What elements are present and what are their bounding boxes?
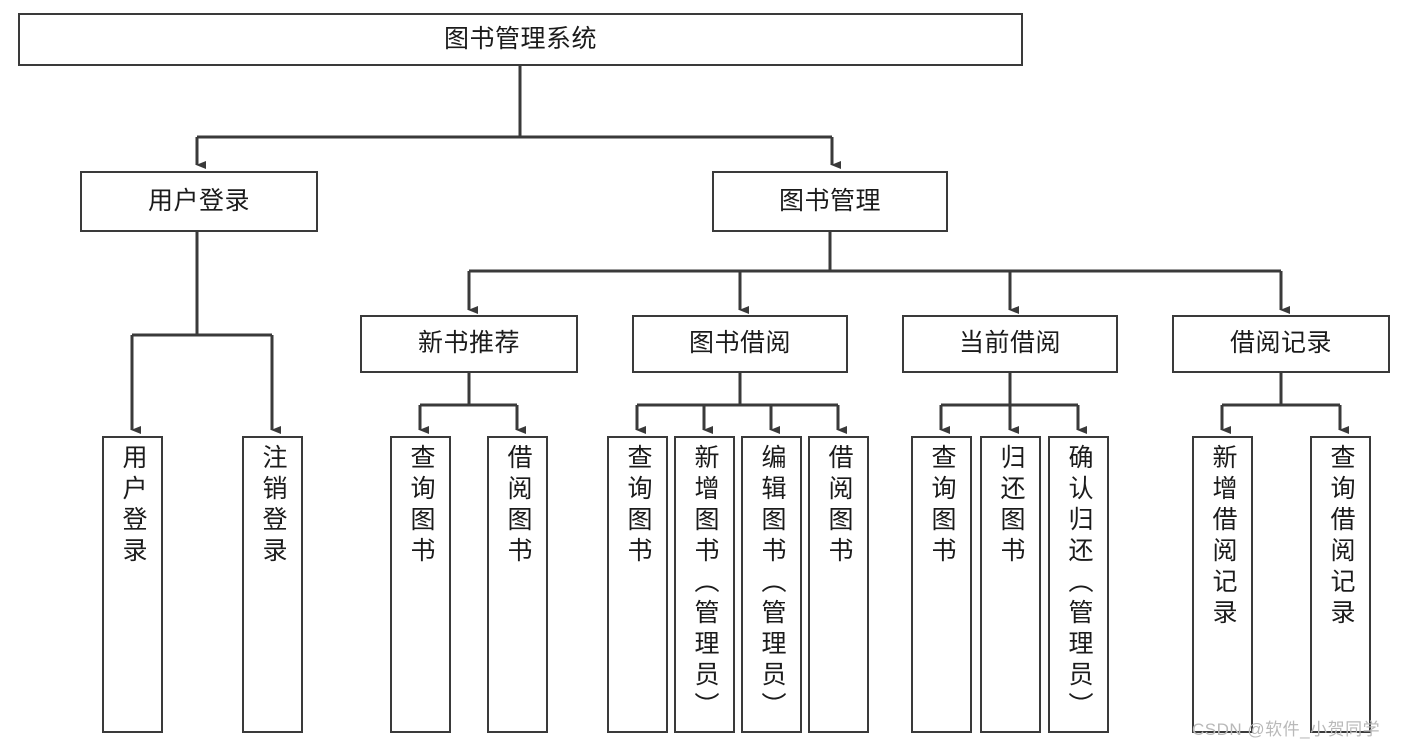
node-label: 归还图书 — [997, 444, 1025, 568]
node-book-borrow[interactable]: 图书借阅 — [632, 315, 848, 373]
leaf-borrow-record-query[interactable]: 查询借阅记录 — [1310, 436, 1371, 733]
node-label: 用户登录 — [147, 186, 250, 215]
leaf-borrow-record-add[interactable]: 新增借阅记录 — [1192, 436, 1253, 733]
node-label: 当前借阅 — [958, 329, 1061, 358]
leaf-book-borrow-add[interactable]: 新增图书（管理员） — [674, 436, 735, 733]
node-user-login[interactable]: 用户登录 — [80, 171, 318, 232]
node-label: 查询图书 — [624, 444, 652, 568]
node-label: 借阅图书 — [825, 444, 853, 568]
node-label: 注销登录 — [259, 444, 287, 568]
node-borrow-record[interactable]: 借阅记录 — [1172, 315, 1390, 373]
leaf-user-login-logout[interactable]: 注销登录 — [242, 436, 303, 733]
node-label: 查询借阅记录 — [1327, 444, 1355, 630]
node-label: 图书管理 — [778, 186, 881, 215]
node-label: 查询图书 — [407, 444, 435, 568]
leaf-current-borrow-query[interactable]: 查询图书 — [911, 436, 972, 733]
node-new-book-recommend[interactable]: 新书推荐 — [360, 315, 578, 373]
leaf-new-book-query[interactable]: 查询图书 — [390, 436, 451, 733]
leaf-book-borrow-query[interactable]: 查询图书 — [607, 436, 668, 733]
node-label: 编辑图书（管理员） — [758, 444, 786, 723]
watermark-text: CSDN @软件_小贺同学 — [1192, 720, 1381, 739]
node-label: 查询图书 — [928, 444, 956, 568]
node-label: 借阅图书 — [504, 444, 532, 568]
node-label: 新增图书（管理员） — [691, 444, 719, 723]
leaf-book-borrow-borrow[interactable]: 借阅图书 — [808, 436, 869, 733]
leaf-current-borrow-confirm-return[interactable]: 确认归还（管理员） — [1048, 436, 1109, 733]
node-label: 图书借阅 — [688, 329, 791, 358]
node-label: 图书管理系统 — [443, 24, 597, 53]
node-current-borrow[interactable]: 当前借阅 — [902, 315, 1118, 373]
leaf-book-borrow-edit[interactable]: 编辑图书（管理员） — [741, 436, 802, 733]
leaf-user-login-login[interactable]: 用户登录 — [102, 436, 163, 733]
node-root-book-management-system[interactable]: 图书管理系统 — [18, 13, 1023, 66]
leaf-current-borrow-return[interactable]: 归还图书 — [980, 436, 1041, 733]
node-label: 用户登录 — [119, 444, 147, 568]
leaf-new-book-borrow[interactable]: 借阅图书 — [487, 436, 548, 733]
node-label: 确认归还（管理员） — [1065, 444, 1093, 723]
node-label: 借阅记录 — [1229, 329, 1332, 358]
node-label: 新书推荐 — [417, 329, 520, 358]
node-label: 新增借阅记录 — [1209, 444, 1237, 630]
node-book-management[interactable]: 图书管理 — [712, 171, 948, 232]
